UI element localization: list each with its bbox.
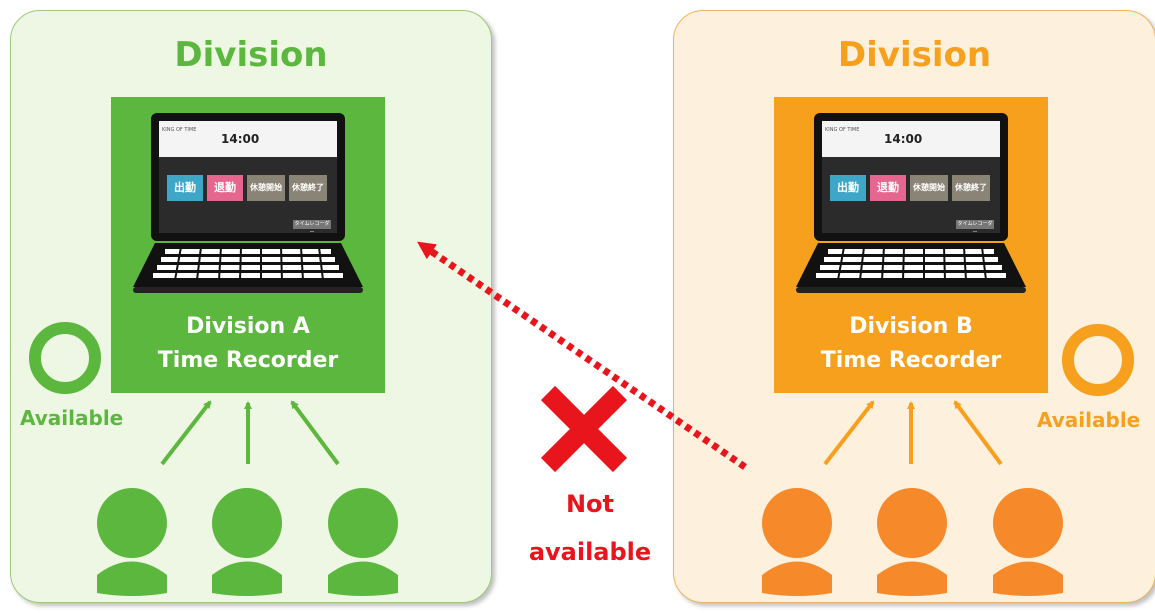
screen-time: 14:00 <box>884 132 923 146</box>
screen-header <box>159 121 337 157</box>
screen-header <box>822 121 1000 157</box>
division-a-label: Division A <box>186 314 310 339</box>
division-a-time-recorder: KING OF TIME 14:00 出勤 退勤 休憩開始 休憩終了 タイムレコ… <box>111 97 385 393</box>
division-a-sublabel: Time Recorder <box>157 348 339 373</box>
screen-brand: KING OF TIME <box>825 127 860 133</box>
time-recorder-button[interactable]: タイムレコーダー <box>293 220 331 236</box>
break-end-button[interactable]: 休憩終了 <box>952 175 990 201</box>
break-start-button[interactable]: 休憩開始 <box>910 175 948 201</box>
screen-brand: KING OF TIME <box>162 127 197 133</box>
division-b-title: Division <box>837 35 992 75</box>
not-available-line2: available <box>528 538 652 566</box>
recorder-screen: KING OF TIME 14:00 出勤 退勤 休憩開始 休憩終了 タイムレコ… <box>822 121 1000 236</box>
available-circle-icon <box>29 322 101 394</box>
break-end-button[interactable]: 休憩終了 <box>289 175 327 201</box>
division-b-label: Division B <box>849 314 973 339</box>
clock-out-button[interactable]: 退勤 <box>870 175 906 201</box>
clock-in-button[interactable]: 出勤 <box>830 175 866 201</box>
user-icons-b <box>762 488 1063 596</box>
not-available-line1: Not <box>565 490 615 518</box>
access-arrows-b <box>823 400 1003 466</box>
not-available-label: Not available <box>510 480 670 576</box>
recorder-screen: KING OF TIME 14:00 出勤 退勤 休憩開始 休憩終了 タイムレコ… <box>159 121 337 236</box>
time-recorder-button[interactable]: タイムレコーダー <box>956 220 994 236</box>
division-b-sublabel: Time Recorder <box>820 348 1002 373</box>
available-circle-icon <box>1062 324 1134 396</box>
division-b-available-label: Available <box>1037 408 1141 432</box>
access-arrows-a <box>160 400 340 466</box>
clock-out-button[interactable]: 退勤 <box>207 175 243 201</box>
division-b-time-recorder: KING OF TIME 14:00 出勤 退勤 休憩開始 休憩終了 タイムレコ… <box>774 97 1048 393</box>
clock-in-button[interactable]: 出勤 <box>167 175 203 201</box>
break-start-button[interactable]: 休憩開始 <box>247 175 285 201</box>
user-icons-a <box>97 488 398 596</box>
division-a-title: Division <box>174 35 328 75</box>
cross-mark-icon <box>540 385 628 473</box>
division-a-available-label: Available <box>20 406 124 430</box>
screen-time: 14:00 <box>221 132 260 146</box>
